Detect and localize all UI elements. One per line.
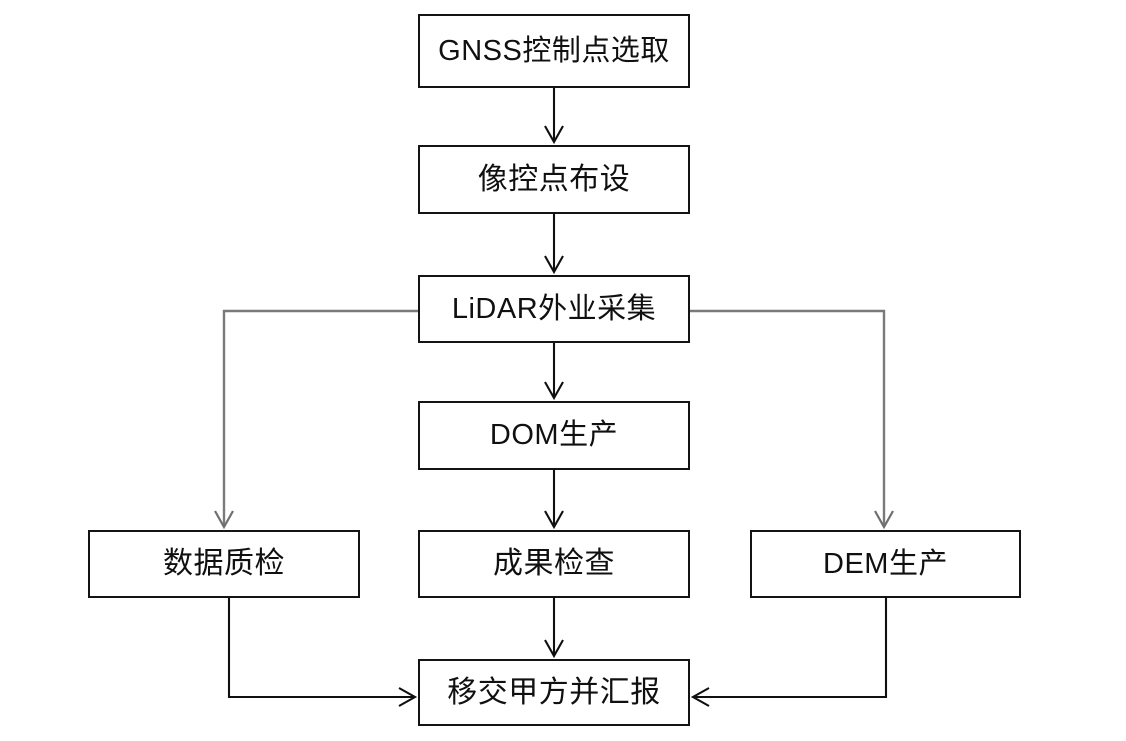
connector-gnss-to-imgctrl [544, 88, 564, 145]
node-data-quality-inspection[interactable]: 数据质检 [88, 530, 360, 598]
node-label: 数据质检 [163, 547, 285, 580]
node-label: DOM生产 [489, 419, 619, 451]
connector-dem-to-handover [690, 598, 888, 707]
connector-lidar-to-dom [544, 343, 564, 401]
node-label: DEM生产 [823, 547, 948, 580]
connector-check-to-handover [544, 598, 564, 659]
node-label: GNSS控制点选取 [438, 34, 670, 67]
node-gnss-control-point-selection[interactable]: GNSS控制点选取 [418, 14, 690, 88]
connector-lidar-to-dem [690, 309, 894, 530]
connector-qc-to-handover [227, 598, 418, 707]
node-handover-and-report[interactable]: 移交甲方并汇报 [418, 659, 690, 726]
node-label: 像控点布设 [477, 162, 631, 196]
node-dem-production[interactable]: DEM生产 [750, 530, 1021, 598]
node-label: 成果检查 [493, 547, 615, 580]
connector-lidar-to-qc [214, 309, 418, 530]
node-result-check[interactable]: 成果检查 [418, 530, 690, 598]
node-dom-production[interactable]: DOM生产 [418, 401, 690, 470]
node-image-control-point-layout[interactable]: 像控点布设 [418, 145, 690, 214]
node-label: LiDAR外业采集 [451, 292, 657, 325]
connector-dom-to-check [544, 470, 564, 530]
node-label: 移交甲方并汇报 [447, 675, 661, 709]
connector-imgctrl-to-lidar [544, 214, 564, 275]
node-lidar-field-acquisition[interactable]: LiDAR外业采集 [418, 275, 690, 343]
